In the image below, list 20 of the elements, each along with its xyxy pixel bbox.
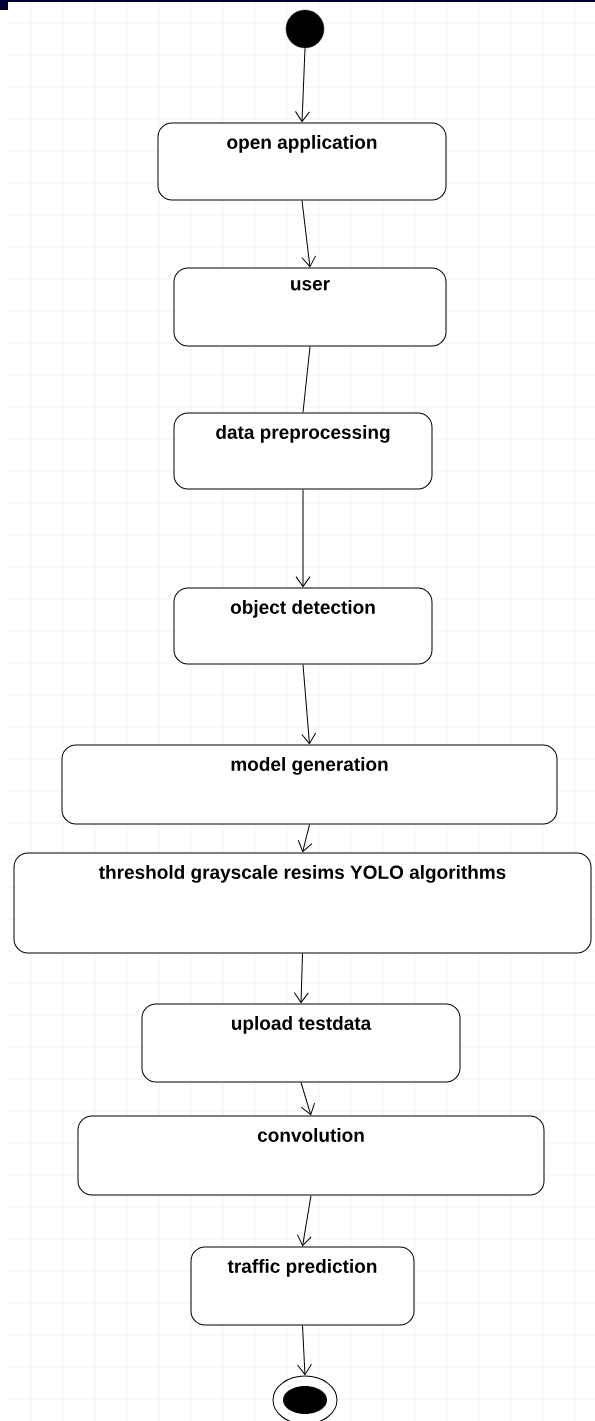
arrow <box>295 489 311 588</box>
end-node <box>272 1375 338 1421</box>
arrow <box>294 47 310 123</box>
arrow <box>296 1325 312 1376</box>
activity-box: user <box>173 267 447 347</box>
activity-box: convolution <box>77 1115 545 1196</box>
activity-box: open application <box>157 122 447 201</box>
start-node <box>285 9 325 49</box>
arrow <box>293 953 309 1004</box>
activity-box: data preprocessing <box>173 412 433 490</box>
arrow <box>296 1195 312 1247</box>
activity-box: threshold grayscale resims YOLO algorithms <box>13 852 592 954</box>
arrow <box>297 824 313 853</box>
activity-box: model generation <box>61 744 558 825</box>
arrow <box>301 200 317 268</box>
activity-box: object detection <box>173 587 433 665</box>
activity-box: traffic prediction <box>190 1246 415 1326</box>
arrow <box>300 1082 316 1116</box>
activity-box: upload testdata <box>141 1003 461 1083</box>
arrow <box>301 664 317 745</box>
